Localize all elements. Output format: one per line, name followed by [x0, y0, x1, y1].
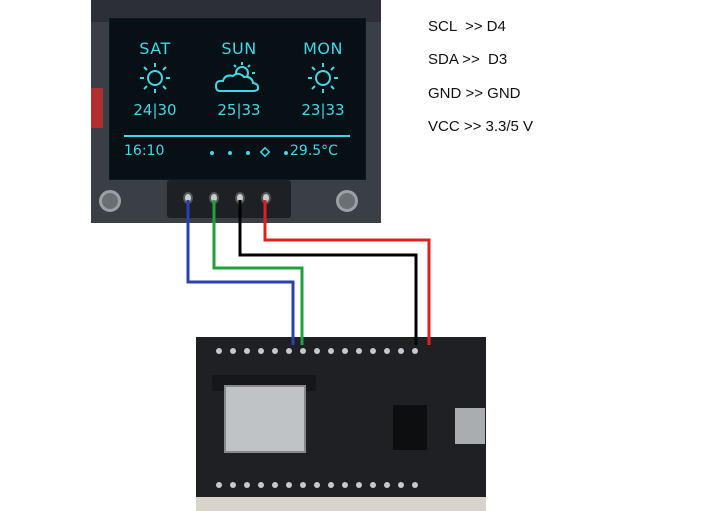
- header-pin: [398, 348, 404, 354]
- day-label-3: MON: [303, 39, 343, 58]
- pin-map-vcc: VCC >> 3.3/5 V: [428, 118, 534, 135]
- header-pin: [286, 482, 292, 488]
- header-pin: [384, 348, 390, 354]
- header-pin: [300, 482, 306, 488]
- day-label-1: SAT: [139, 39, 171, 58]
- header-pin: [300, 348, 306, 354]
- header-pin: [370, 482, 376, 488]
- oled-pcb-edge: [91, 0, 381, 22]
- header-pin: [244, 348, 250, 354]
- esp8266-wifi-module: [224, 385, 306, 453]
- temp-range-3: 23|33: [301, 101, 345, 119]
- micro-usb-port: [455, 408, 485, 444]
- header-pin: [356, 348, 362, 354]
- header-pin: [342, 348, 348, 354]
- header-pin: [216, 348, 222, 354]
- oled-separator: [124, 135, 350, 137]
- header-pin: [328, 348, 334, 354]
- oled-module-photo: SAT SUN MON: [91, 0, 381, 223]
- header-pin: [272, 348, 278, 354]
- header-pin: [314, 348, 320, 354]
- header-pin: [272, 482, 278, 488]
- header-pin: [328, 482, 334, 488]
- wire-sda: [212, 200, 304, 345]
- sun-icon: [140, 63, 170, 93]
- header-pin: [412, 482, 418, 488]
- header-pin: [412, 348, 418, 354]
- wire-gnd: [238, 200, 418, 345]
- temp-range-1: 24|30: [133, 101, 177, 119]
- header-pin: [230, 348, 236, 354]
- wire-scl: [186, 200, 295, 345]
- header-pin: [258, 482, 264, 488]
- wire-vcc: [263, 200, 431, 345]
- mounting-hole: [99, 190, 121, 212]
- cloud-sun-icon: [214, 62, 260, 92]
- header-pin: [244, 482, 250, 488]
- header-pin: [342, 482, 348, 488]
- clock-time: 16:10: [124, 143, 165, 159]
- oled-connector-strip: [91, 88, 103, 128]
- breadboard-edge: [196, 497, 486, 511]
- oled-screen: SAT SUN MON: [109, 18, 366, 180]
- header-pin: [384, 482, 390, 488]
- header-pin: [230, 482, 236, 488]
- sun-icon: [308, 63, 338, 93]
- pin-map-scl: SCL >> D4: [428, 18, 506, 35]
- temp-range-2: 25|33: [217, 101, 261, 119]
- page-indicator-dots: [210, 146, 288, 158]
- header-pin: [258, 348, 264, 354]
- header-pin: [286, 348, 292, 354]
- current-temperature: 29.5°C: [290, 143, 338, 159]
- pin-map-gnd: GND >> GND: [428, 85, 521, 102]
- usb-serial-chip: [393, 405, 427, 450]
- header-pin: [398, 482, 404, 488]
- header-pin: [314, 482, 320, 488]
- header-pin: [370, 348, 376, 354]
- mounting-hole: [336, 190, 358, 212]
- pin-map-sda: SDA >> D3: [428, 51, 508, 68]
- header-pin: [216, 482, 222, 488]
- header-pin: [356, 482, 362, 488]
- day-label-2: SUN: [221, 39, 257, 58]
